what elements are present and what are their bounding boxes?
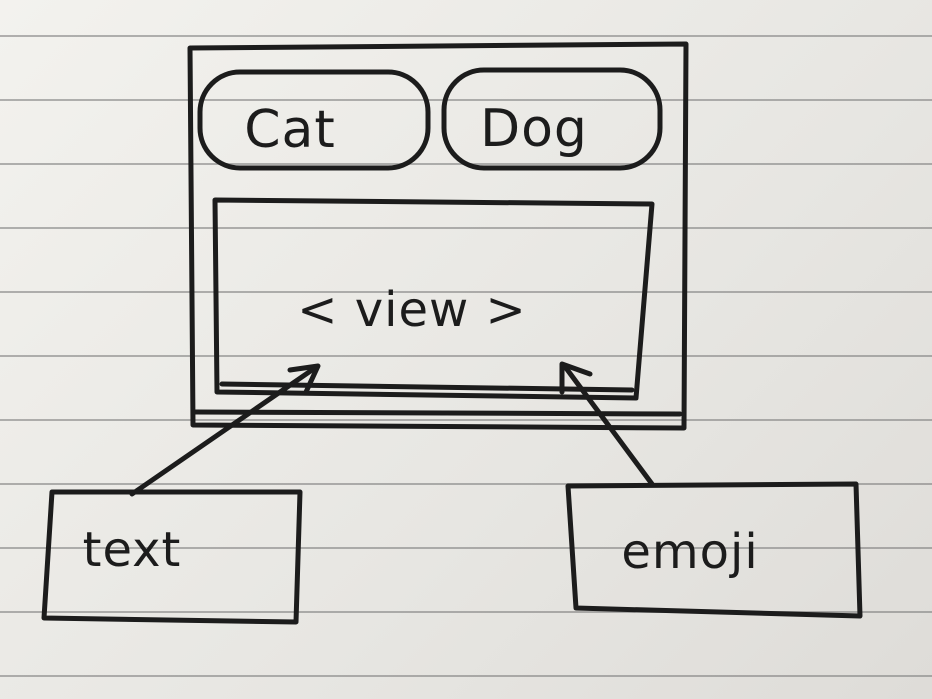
view-container: < view > bbox=[212, 197, 655, 401]
tab-cat-label: Cat bbox=[244, 100, 336, 160]
tab-cat[interactable]: Cat bbox=[197, 69, 431, 171]
text-box-label: text bbox=[83, 522, 182, 578]
text-box: text bbox=[41, 489, 303, 625]
emoji-box-label: emoji bbox=[621, 524, 758, 580]
arrow-text-to-view bbox=[129, 363, 321, 497]
tab-dog[interactable]: Dog bbox=[441, 67, 663, 171]
arrow-emoji-to-view bbox=[559, 361, 655, 487]
emoji-box: emoji bbox=[565, 481, 863, 619]
view-label: < view > bbox=[297, 282, 526, 338]
tab-dog-label: Dog bbox=[480, 99, 588, 159]
